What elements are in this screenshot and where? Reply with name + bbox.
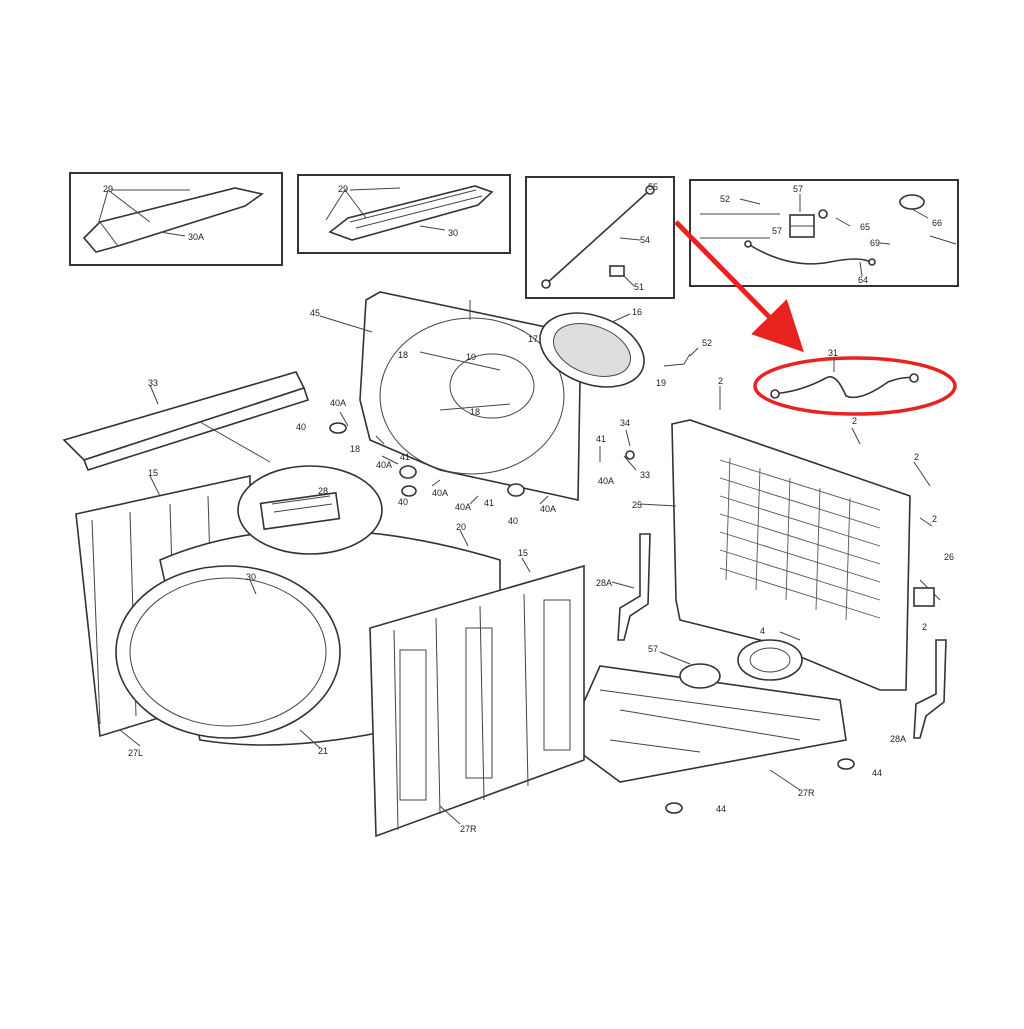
callout-label: 33 xyxy=(640,470,650,480)
callout-label: 27R xyxy=(460,824,477,834)
callout-label: 57 xyxy=(648,644,658,654)
callout-label: 33 xyxy=(148,378,158,388)
callout-label: 41 xyxy=(596,434,606,444)
callout-label: 28 xyxy=(318,486,328,496)
callout-label: 40A xyxy=(330,398,346,408)
inset-box-1: 29 30A xyxy=(69,172,283,266)
side-rails: 28A 28A xyxy=(596,533,947,744)
callout-label: 28A xyxy=(890,734,906,744)
callout-label: 40A xyxy=(376,460,392,470)
hardware-52-19: 52 19 xyxy=(656,338,712,388)
callout-label: 44 xyxy=(716,804,726,814)
callout-label: 55 xyxy=(648,182,658,192)
inset-box-4: 52 57 57 65 69 64 66 xyxy=(689,179,959,287)
callout-label: 2 xyxy=(932,514,937,524)
callout-label: 40 xyxy=(398,497,408,507)
callout-label: 15 xyxy=(518,548,528,558)
highlight-ellipse xyxy=(753,356,957,416)
callout-label: 16 xyxy=(632,307,642,317)
inset-box-3: 55 54 51 xyxy=(525,176,675,299)
callout-label: 2 xyxy=(922,622,927,632)
callout-label: 40 xyxy=(508,516,518,526)
callout-label: 29 xyxy=(338,184,348,194)
highlight-arrow xyxy=(674,220,805,353)
callout-label: 30 xyxy=(246,572,256,582)
callout-label: 44 xyxy=(872,768,882,778)
callout-label: 40A xyxy=(598,476,614,486)
callout-label: 52 xyxy=(702,338,712,348)
inset-box-2: 29 30 xyxy=(297,174,511,254)
callout-label: 41 xyxy=(400,452,410,462)
callout-label: 40 xyxy=(296,422,306,432)
callout-label: 34 xyxy=(620,418,630,428)
callout-label: 41 xyxy=(484,498,494,508)
fasteners: 40A 40 18 41 40A 40 40A 41 40 40A 40A xyxy=(296,398,556,526)
base-pan: 57 27R 44 44 xyxy=(565,644,882,814)
callout-label: 30A xyxy=(188,232,204,242)
blower-cover: 16 xyxy=(539,307,645,388)
right-side-panel: 15 27R xyxy=(369,548,585,838)
callout-label: 10 xyxy=(466,352,476,362)
callout-label: 20 xyxy=(456,522,466,532)
callout-label: 27R xyxy=(798,788,815,798)
callout-label: 40A xyxy=(540,504,556,514)
callout-label: 31 xyxy=(828,348,838,358)
callout-label: 40A xyxy=(432,488,448,498)
callout-label: 52 xyxy=(720,194,730,204)
callout-label: 26 xyxy=(944,552,954,562)
callout-label: 45 xyxy=(310,308,320,318)
callout-label: 51 xyxy=(634,282,644,292)
front-bulkhead: 45 18 10 17 18 xyxy=(310,291,581,501)
callout-label: 25 xyxy=(632,500,642,510)
callout-label: 54 xyxy=(640,235,650,245)
callout-label: 4 xyxy=(760,626,765,636)
highlighted-part: 31 xyxy=(753,348,957,416)
callout-label: 40A xyxy=(455,502,471,512)
callout-label: 30 xyxy=(448,228,458,238)
callout-label: 27L xyxy=(128,748,143,758)
detail-circle: 28 xyxy=(199,421,383,555)
callout-label: 64 xyxy=(858,275,868,285)
callout-label: 18 xyxy=(470,407,480,417)
callout-label: 2 xyxy=(914,452,919,462)
callout-label: 57 xyxy=(793,184,803,194)
callout-label: 69 xyxy=(870,238,880,248)
callout-label: 66 xyxy=(932,218,942,228)
top-rail: 33 xyxy=(62,371,310,471)
callout-label: 29 xyxy=(103,184,113,194)
callout-label: 65 xyxy=(860,222,870,232)
callout-label: 18 xyxy=(350,444,360,454)
callout-label: 15 xyxy=(148,468,158,478)
hardware-34-41-33: 34 41 33 40A xyxy=(596,418,650,486)
callout-label: 28A xyxy=(596,578,612,588)
callout-label: 2 xyxy=(852,416,857,426)
callout-label: 17 xyxy=(528,334,538,344)
callout-label: 18 xyxy=(398,350,408,360)
callout-label: 19 xyxy=(656,378,666,388)
callout-label: 21 xyxy=(318,746,328,756)
rear-panel: 25 2 2 2 2 26 2 4 xyxy=(632,376,954,691)
callout-label: 57 xyxy=(772,226,782,236)
callout-label: 2 xyxy=(718,376,723,386)
